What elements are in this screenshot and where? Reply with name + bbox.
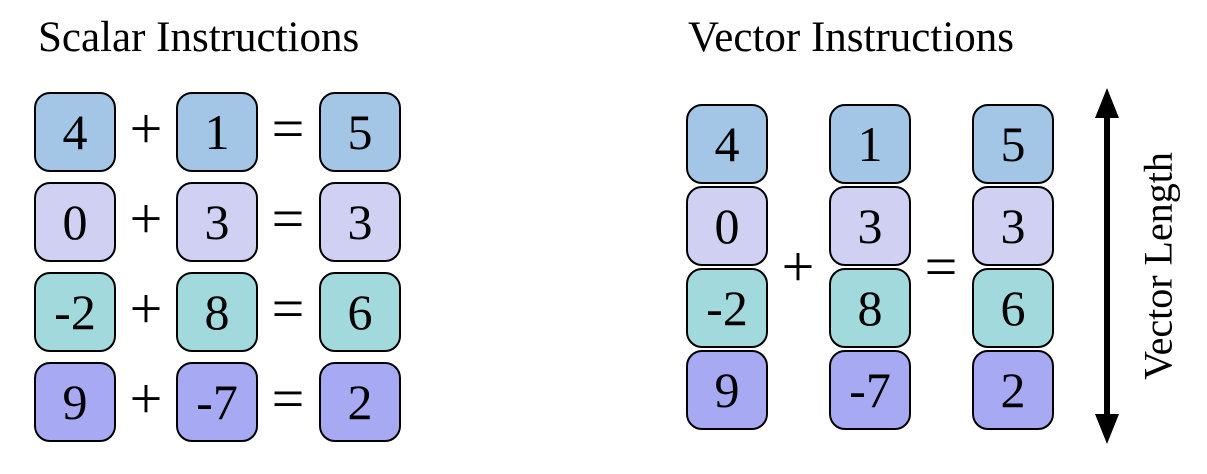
vector-c-element: 3 bbox=[972, 186, 1054, 266]
scalar-result: 2 bbox=[319, 362, 401, 442]
vector-b-element: 1 bbox=[829, 104, 911, 184]
vector-a-element: 0 bbox=[686, 186, 768, 266]
scalar-operand-b: -7 bbox=[176, 362, 258, 442]
vector-b-element: 3 bbox=[829, 186, 911, 266]
plus-operator: + bbox=[781, 234, 815, 299]
equals-operator: = bbox=[271, 96, 305, 161]
scalar-operand-a: -2 bbox=[34, 272, 116, 352]
plus-operator: + bbox=[129, 276, 163, 341]
vector-a-element: 4 bbox=[686, 104, 768, 184]
scalar-operand-b: 8 bbox=[176, 272, 258, 352]
equals-operator: = bbox=[271, 366, 305, 431]
plus-operator: + bbox=[129, 366, 163, 431]
plus-operator: + bbox=[129, 186, 163, 251]
vector-c-element: 5 bbox=[972, 104, 1054, 184]
scalar-operand-a: 0 bbox=[34, 182, 116, 262]
scalar-result: 3 bbox=[319, 182, 401, 262]
vector-a-element: -2 bbox=[686, 268, 768, 348]
scalar-title: Scalar Instructions bbox=[38, 14, 360, 61]
vector-length-arrow bbox=[1095, 88, 1119, 444]
vector-b-element: 8 bbox=[829, 268, 911, 348]
scalar-operand-a: 4 bbox=[34, 92, 116, 172]
equals-operator: = bbox=[271, 186, 305, 251]
plus-operator: + bbox=[129, 96, 163, 161]
vector-length-label: Vector Length bbox=[1135, 152, 1181, 380]
equals-operator: = bbox=[924, 234, 958, 299]
vector-a-element: 9 bbox=[686, 350, 768, 430]
vector-c-element: 6 bbox=[972, 268, 1054, 348]
scalar-result: 5 bbox=[319, 92, 401, 172]
scalar-operand-a: 9 bbox=[34, 362, 116, 442]
vector-title: Vector Instructions bbox=[688, 14, 1015, 61]
scalar-operand-b: 3 bbox=[176, 182, 258, 262]
arrow-head-down bbox=[1095, 414, 1119, 444]
vector-c-element: 2 bbox=[972, 350, 1054, 430]
scalar-result: 6 bbox=[319, 272, 401, 352]
equals-operator: = bbox=[271, 276, 305, 341]
scalar-operand-b: 1 bbox=[176, 92, 258, 172]
arrow-head-up bbox=[1095, 88, 1119, 118]
vector-b-element: -7 bbox=[829, 350, 911, 430]
